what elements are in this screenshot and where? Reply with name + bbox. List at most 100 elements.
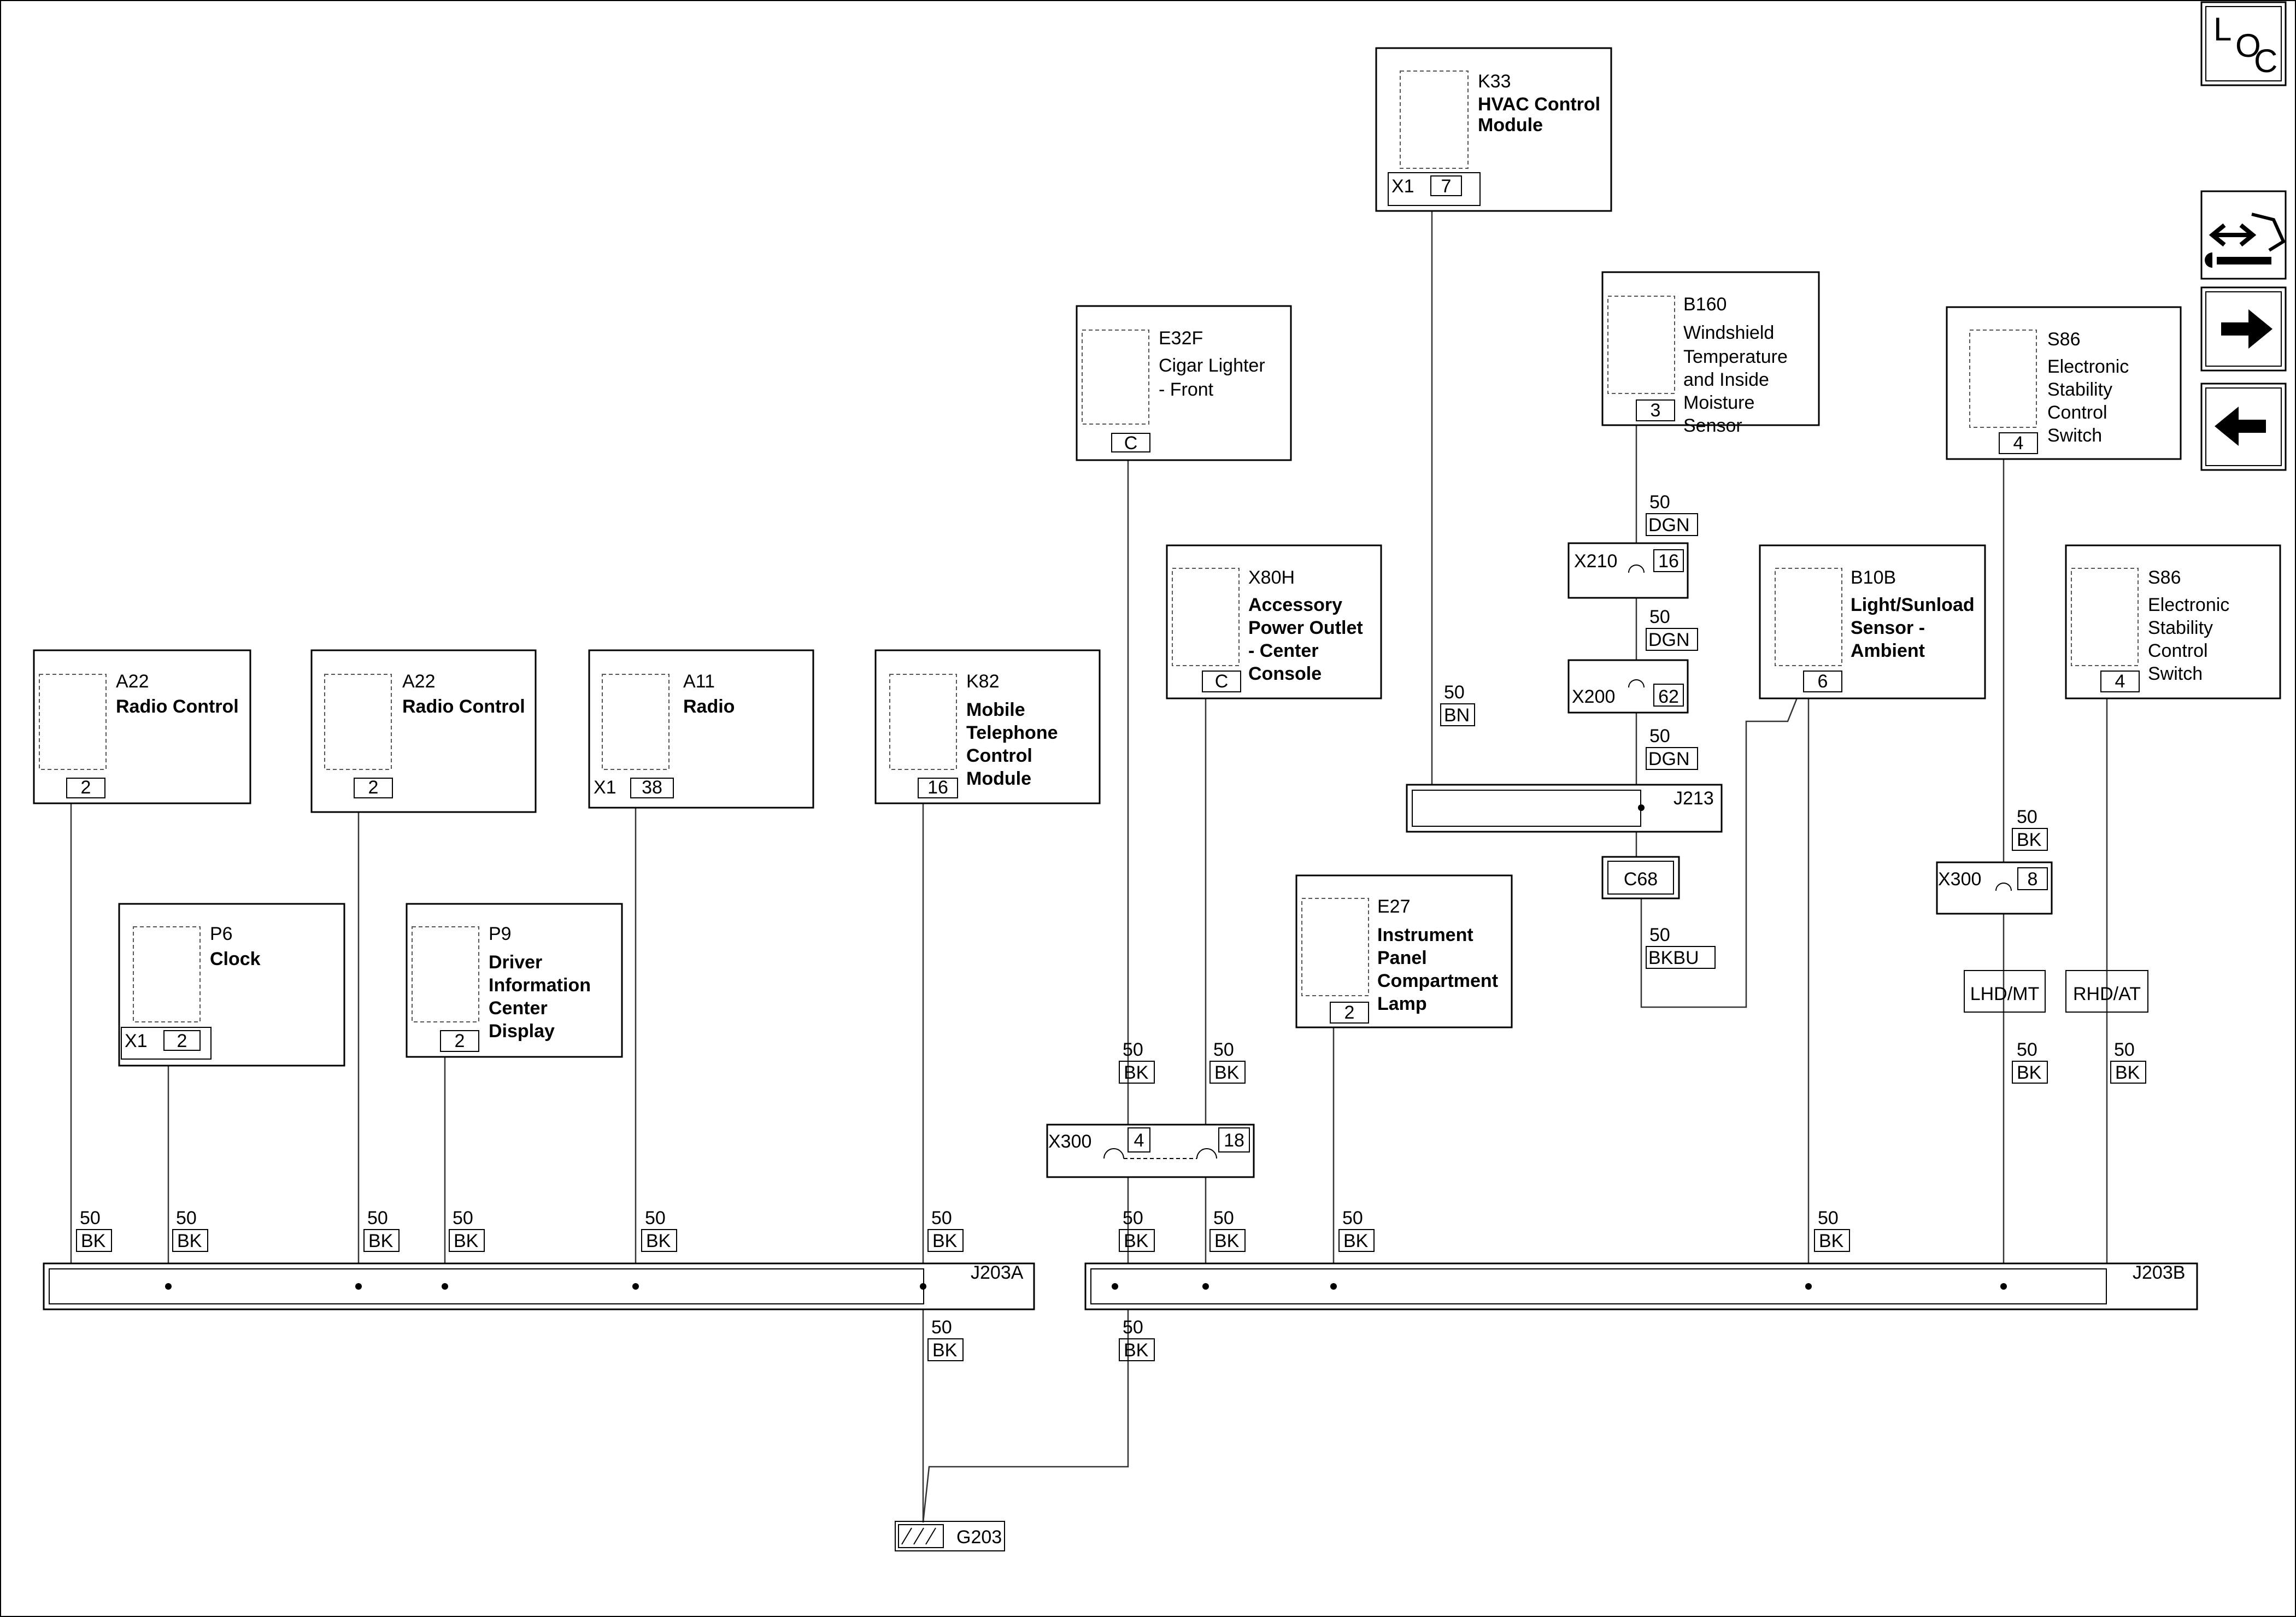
svg-text:DGN: DGN [1648, 630, 1690, 650]
svg-text:50: 50 [1123, 1317, 1143, 1338]
svg-text:50: 50 [176, 1208, 197, 1228]
splice-j203b: J203B [1084, 1262, 2198, 1310]
svg-text:S86: S86 [2047, 329, 2081, 350]
svg-text:C: C [1124, 433, 1138, 454]
inline-connector-x300-center: X300 4 18 [1046, 1124, 1255, 1178]
svg-text:E27: E27 [1377, 896, 1411, 917]
svg-text:50: 50 [1818, 1208, 1839, 1228]
svg-text:- Front: - Front [1159, 379, 1214, 400]
svg-text:50: 50 [931, 1208, 952, 1228]
svg-text:50: 50 [931, 1317, 952, 1338]
svg-text:X210: X210 [1574, 551, 1617, 572]
svg-text:7: 7 [1441, 176, 1452, 197]
svg-text:X300: X300 [1938, 869, 1981, 890]
svg-text:BK: BK [2115, 1062, 2140, 1083]
svg-text:Light/Sunload: Light/Sunload [1851, 595, 1975, 615]
svg-text:X1: X1 [1391, 176, 1414, 197]
svg-text:50: 50 [645, 1208, 666, 1228]
splice-dots [165, 804, 2007, 1290]
svg-text:BK: BK [1124, 1231, 1149, 1251]
svg-text:LHD/MT: LHD/MT [1970, 984, 2040, 1004]
svg-text:P9: P9 [489, 924, 512, 944]
svg-text:Windshield: Windshield [1683, 322, 1774, 343]
svg-text:K82: K82 [966, 671, 1000, 692]
svg-text:50: 50 [2017, 1039, 2037, 1060]
svg-text:Clock: Clock [210, 949, 261, 969]
svg-text:O: O [2235, 27, 2261, 64]
svg-text:8: 8 [2028, 869, 2038, 890]
svg-text:BK: BK [454, 1231, 479, 1251]
svg-text:Ambient: Ambient [1851, 640, 1925, 661]
svg-text:G203: G203 [956, 1527, 1002, 1548]
svg-text:50: 50 [1649, 925, 1670, 945]
svg-text:50: 50 [1342, 1208, 1363, 1228]
svg-text:BK: BK [2017, 830, 2042, 850]
component-b10b-light-sunload-sensor-ambient: B10B Light/Sunload Sensor - Ambient 6 [1759, 544, 1986, 699]
svg-text:Driver: Driver [489, 952, 542, 973]
svg-text:BK: BK [1343, 1231, 1369, 1251]
inline-connector-x210: X210 16 [1567, 542, 1689, 599]
svg-text:2: 2 [1344, 1002, 1355, 1023]
svg-text:Lamp: Lamp [1377, 993, 1427, 1014]
component-b160-windshield-temperature-sensor: B160 Windshield Temperature and Inside M… [1601, 271, 1820, 436]
component-x80h-accessory-power-outlet: X80H Accessory Power Outlet - Center Con… [1166, 544, 1382, 699]
svg-text:50: 50 [1649, 607, 1670, 627]
component-locator-icon[interactable] [2200, 190, 2287, 280]
component-a22-radio-control-1: A22 Radio Control 2 [33, 649, 251, 804]
svg-text:Power Outlet: Power Outlet [1248, 618, 1363, 638]
option-lhd-mt: LHD/MT [1964, 970, 2046, 1013]
svg-text:Moisture: Moisture [1683, 392, 1754, 413]
svg-text:Sensor: Sensor [1683, 415, 1742, 436]
svg-text:DGN: DGN [1648, 749, 1690, 769]
svg-text:BN: BN [1444, 705, 1470, 726]
svg-text:BK: BK [177, 1231, 202, 1251]
svg-text:50: 50 [1213, 1039, 1234, 1060]
previous-page-arrow-icon[interactable] [2200, 383, 2287, 471]
svg-text:DGN: DGN [1648, 515, 1690, 536]
svg-text:HVAC Control: HVAC Control [1478, 94, 1600, 115]
svg-text:E32F: E32F [1159, 328, 1203, 349]
component-p9-driver-information-center-display: P9 Driver Information Center Display 2 [406, 903, 623, 1058]
svg-text:Control: Control [2047, 402, 2107, 423]
svg-text:16: 16 [927, 777, 948, 798]
svg-text:X1: X1 [594, 777, 616, 798]
svg-text:Stability: Stability [2047, 379, 2112, 400]
svg-text:X1: X1 [125, 1031, 148, 1051]
svg-text:50: 50 [1123, 1039, 1143, 1060]
svg-text:BK: BK [2017, 1062, 2042, 1083]
loc-button[interactable]: L O C [2200, 1, 2287, 86]
svg-text:18: 18 [1224, 1130, 1244, 1151]
svg-text:BK: BK [1819, 1231, 1844, 1251]
svg-text:50: 50 [1123, 1208, 1143, 1228]
svg-text:Mobile: Mobile [966, 699, 1025, 720]
component-s86-electronic-stability-control-switch-lower: S86 Electronic Stability Control Switch … [2065, 544, 2281, 699]
splice-j203a: J203A [43, 1262, 1035, 1310]
component-a22-radio-control-2: A22 Radio Control 2 [310, 649, 537, 813]
svg-text:50: 50 [367, 1208, 388, 1228]
next-page-arrow-icon[interactable] [2200, 286, 2287, 372]
svg-text:Center: Center [489, 998, 548, 1019]
svg-text:Control: Control [966, 745, 1032, 766]
svg-text:BK: BK [932, 1340, 958, 1361]
component-s86-electronic-stability-control-switch-upper: S86 Electronic Stability Control Switch … [1946, 306, 2182, 460]
svg-text:Module: Module [966, 768, 1031, 789]
svg-text:C68: C68 [1624, 869, 1658, 890]
svg-text:4: 4 [2013, 433, 2024, 454]
svg-text:K33: K33 [1478, 71, 1511, 92]
svg-text:2: 2 [455, 1031, 465, 1051]
svg-text:Stability: Stability [2148, 618, 2213, 638]
svg-text:Electronic: Electronic [2148, 595, 2229, 615]
svg-text:50: 50 [2017, 807, 2037, 827]
svg-text:50: 50 [1649, 492, 1670, 513]
svg-text:Electronic: Electronic [2047, 356, 2129, 377]
svg-text:2: 2 [368, 777, 379, 798]
